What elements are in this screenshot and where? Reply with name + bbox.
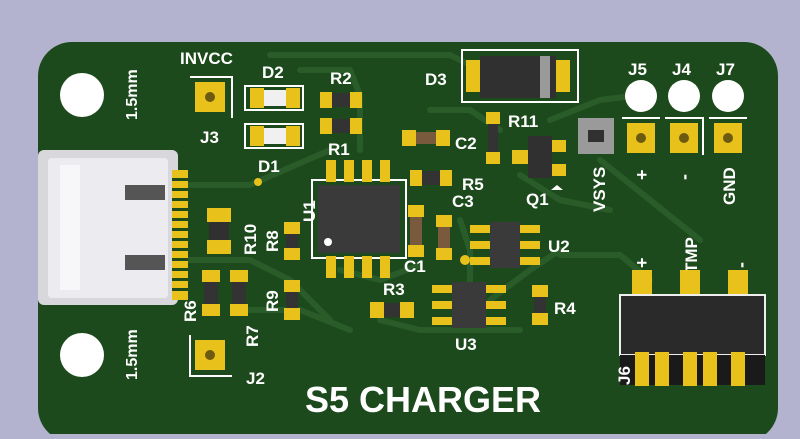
- resistor-r2: [320, 92, 362, 108]
- label-c3: C3: [452, 192, 474, 211]
- label-r7: R7: [243, 325, 262, 347]
- label-q1: Q1: [526, 190, 549, 209]
- board-title: S5 CHARGER: [305, 379, 541, 420]
- via-2: [489, 156, 497, 164]
- label-j5: J5: [628, 60, 647, 79]
- label-minus-top: -: [674, 174, 694, 180]
- label-r6: R6: [181, 300, 200, 322]
- label-gnd: GND: [720, 167, 739, 205]
- label-r5: R5: [462, 175, 484, 194]
- label-c1: C1: [404, 257, 426, 276]
- resistor-r9: [284, 280, 300, 320]
- label-plus-bottom: +: [632, 257, 652, 268]
- diode-d3: [461, 49, 579, 103]
- resistor-r8: [284, 222, 300, 260]
- capacitor-c2: [402, 130, 450, 146]
- label-vsys: VSYS: [590, 167, 609, 212]
- label-d1: D1: [258, 157, 280, 176]
- label-r11: R11: [508, 112, 538, 131]
- hole-label-bottom: 1.5mm: [124, 329, 141, 380]
- label-invcc: INVCC: [180, 49, 233, 68]
- resistor-r3: [370, 302, 414, 318]
- label-minus-bottom: -: [731, 262, 751, 268]
- hole-label-top: 1.5mm: [124, 69, 141, 120]
- hole-j4: [668, 80, 700, 112]
- label-d3: D3: [425, 70, 447, 89]
- via-c1: [460, 255, 470, 265]
- ic-u2: [470, 222, 540, 268]
- label-d2: D2: [262, 63, 284, 82]
- label-tmp: TMP: [682, 237, 701, 273]
- transistor-q1: [512, 136, 566, 190]
- label-r9: R9: [263, 290, 282, 312]
- mount-hole-top-left: [60, 73, 104, 117]
- resistor-r4: [532, 285, 548, 325]
- label-u1: U1: [300, 200, 319, 222]
- resistor-r6: [202, 270, 220, 316]
- label-j6: J6: [615, 366, 634, 385]
- label-r1: R1: [328, 140, 350, 159]
- label-r10: R10: [241, 224, 260, 255]
- label-u3: U3: [455, 335, 477, 354]
- copper-traces: [177, 52, 703, 333]
- resistor-r10: [207, 208, 231, 254]
- via-1: [254, 178, 262, 186]
- usb-c-connector: [38, 150, 188, 305]
- vsys-testpoint: [578, 118, 614, 154]
- diode-d1: [244, 123, 304, 149]
- j2-pad: [189, 335, 232, 377]
- label-c2: C2: [455, 134, 477, 153]
- j3-pad: [190, 76, 233, 118]
- header-j6: + TMP -: [619, 237, 766, 386]
- label-j4: J4: [672, 60, 691, 79]
- label-u2: U2: [548, 237, 570, 256]
- capacitor-c3: [408, 205, 452, 260]
- resistor-r7: [230, 270, 248, 316]
- resistor-r1: [320, 118, 362, 134]
- label-r3: R3: [383, 280, 405, 299]
- label-j3: J3: [200, 128, 219, 147]
- hole-j5: [625, 80, 657, 112]
- label-r2: R2: [330, 69, 352, 88]
- ic-u1: [311, 160, 407, 278]
- ic-u3: [432, 282, 506, 328]
- label-r4: R4: [554, 299, 576, 318]
- label-r8: R8: [263, 230, 282, 252]
- pads-vsys-gnd: [622, 117, 747, 155]
- hole-j7: [712, 80, 744, 112]
- mount-hole-bottom-left: [60, 333, 104, 377]
- label-j2: J2: [246, 369, 265, 388]
- diode-d2: [244, 85, 304, 111]
- label-plus-top: +: [632, 169, 652, 180]
- label-j7: J7: [716, 60, 735, 79]
- resistor-r5: [410, 170, 452, 186]
